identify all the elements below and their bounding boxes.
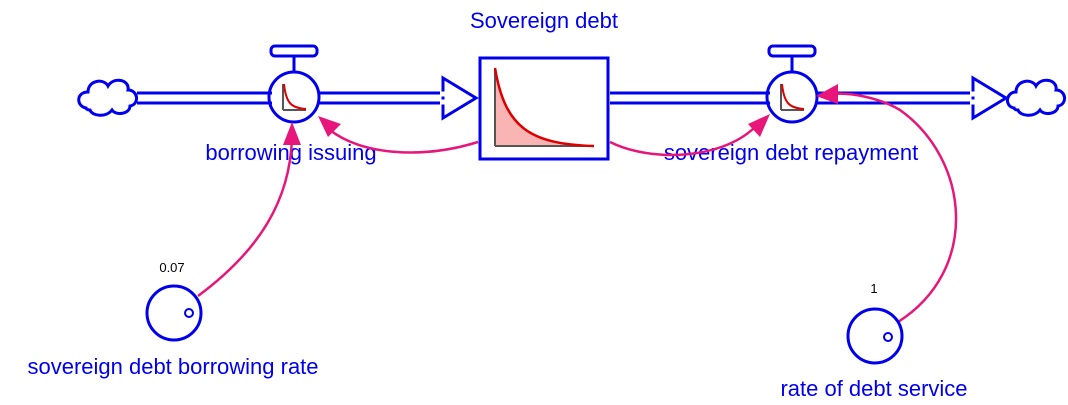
link-rate-to-inflow — [197, 122, 301, 298]
stock-label: Sovereign debt — [470, 8, 618, 33]
borrowing-rate-value: 0.07 — [159, 260, 184, 275]
debt-service-label: rate of debt service — [780, 376, 967, 401]
source-cloud-icon — [77, 78, 138, 117]
sink-cloud-icon — [1006, 78, 1066, 117]
outflow-pipe — [610, 75, 1009, 121]
borrowing-issuing-valve-icon[interactable] — [267, 44, 321, 124]
borrowing-rate-label: sovereign debt borrowing rate — [27, 354, 318, 379]
sovereign-debt-stock[interactable] — [478, 56, 610, 161]
debt-service-value: 1 — [870, 281, 877, 296]
link-service-to-outflow — [816, 84, 958, 324]
rate-of-debt-service-converter-icon[interactable] — [846, 307, 904, 365]
link-stock-to-outflow — [609, 114, 770, 157]
sovereign-debt-repayment-valve-icon[interactable] — [765, 44, 819, 124]
inflow-pipe — [137, 75, 479, 121]
sovereign-debt-borrowing-rate-converter-icon[interactable] — [145, 284, 203, 342]
link-stock-to-inflow — [318, 116, 479, 154]
